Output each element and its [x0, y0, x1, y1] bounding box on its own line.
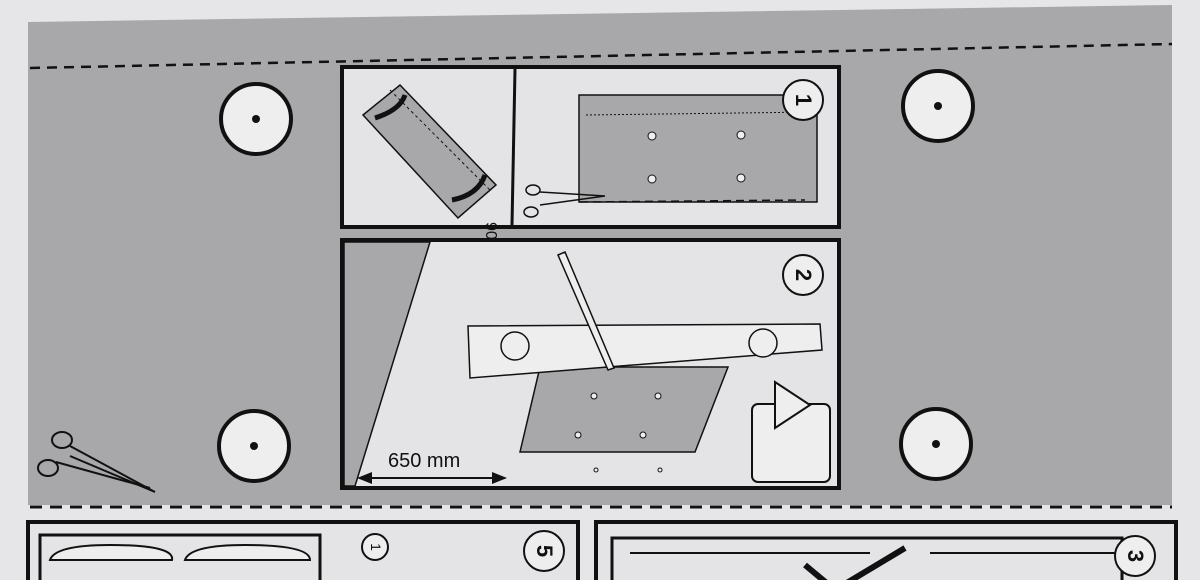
- pencil-icon: [557, 251, 616, 371]
- scissors-icon: [523, 184, 606, 218]
- folded-template-drawing: [361, 83, 498, 220]
- mounting-hole-marker: [217, 409, 291, 483]
- mounting-hole-marker: [219, 82, 293, 156]
- template-on-wall-drawing: [519, 366, 730, 473]
- step-1-panel: 90° 1: [340, 65, 841, 246]
- cut-line-top: [29, 42, 1173, 70]
- step-3-panel: 3: [594, 520, 1178, 580]
- spirit-level-drawing: [467, 323, 823, 379]
- mounting-hole-marker: [901, 69, 975, 143]
- mounting-hole-marker: [899, 407, 973, 481]
- checkmark-icon: [803, 545, 907, 580]
- step-number: 3: [1123, 550, 1148, 562]
- scissors-icon: [37, 431, 156, 493]
- fold-arrow-icon: [374, 94, 408, 121]
- template-sheet-drawing: [578, 94, 818, 203]
- sub-step-number: 1: [368, 543, 384, 551]
- distance-label: 650 mm: [388, 450, 460, 472]
- step-number: 1: [791, 94, 816, 106]
- step-number: 2: [791, 269, 816, 281]
- fold-arrow-icon: [451, 174, 488, 203]
- step-number: 5: [532, 545, 557, 557]
- level-warning-icon: [751, 380, 831, 483]
- step-5-panel: 1 5: [26, 520, 580, 580]
- step-2-panel: 650 mm 2: [340, 238, 841, 490]
